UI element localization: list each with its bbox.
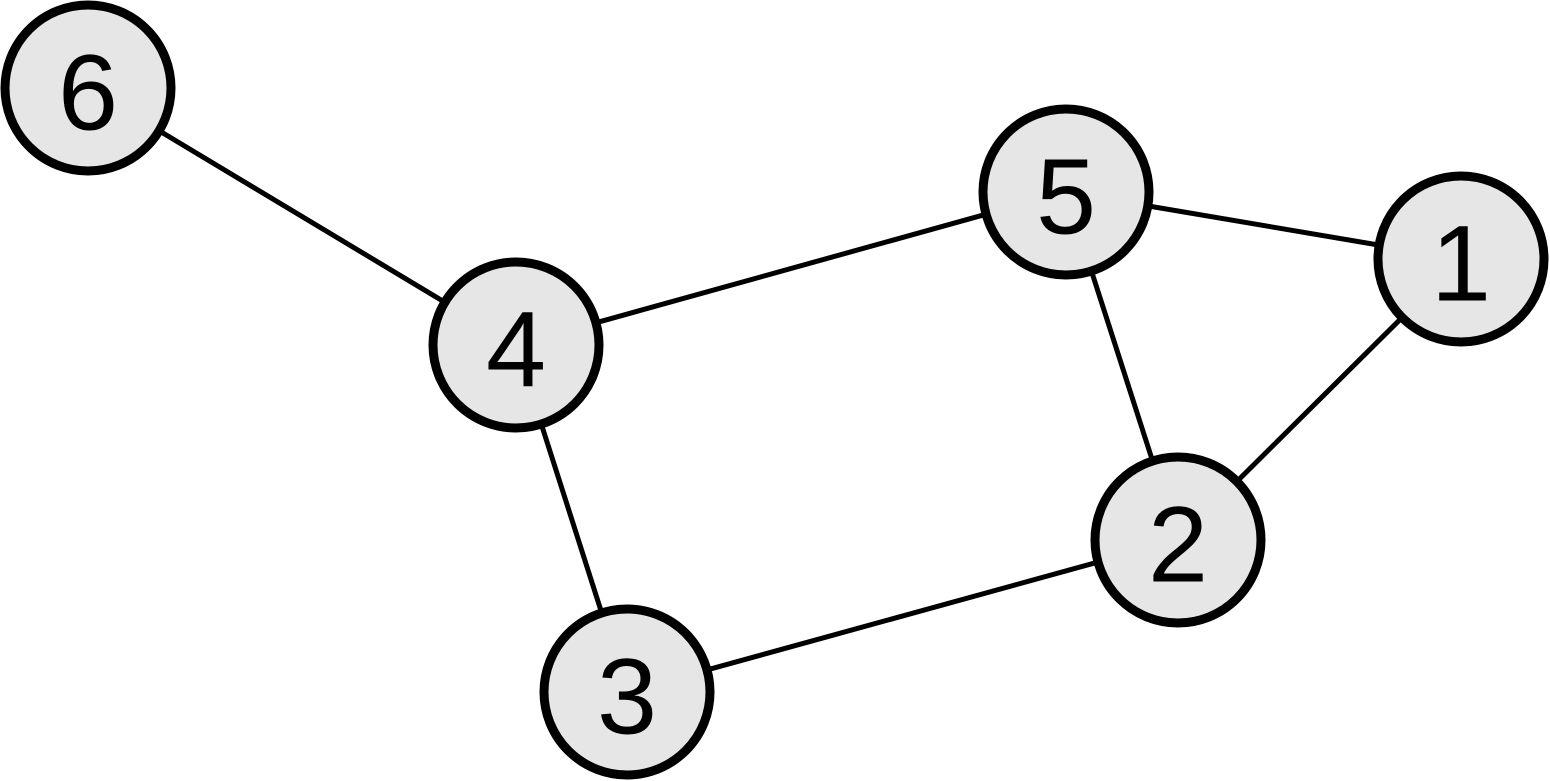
node-5: 5: [978, 104, 1154, 280]
node-label-6: 6: [58, 32, 118, 153]
node-circle-1: [1373, 171, 1549, 347]
node-circle-4: [428, 257, 604, 433]
node-circle-6: [0, 0, 176, 176]
node-1: 1: [1373, 171, 1549, 347]
node-label-1: 1: [1431, 203, 1491, 324]
node-3: 3: [539, 604, 715, 780]
node-label-2: 2: [1148, 484, 1208, 605]
node-label-3: 3: [597, 636, 657, 757]
edge-4-5: [515, 189, 1067, 348]
node-4: 4: [428, 257, 604, 433]
edge-3-2: [626, 537, 1179, 695]
edges: [86, 85, 1463, 695]
node-circle-3: [539, 604, 715, 780]
node-label-5: 5: [1036, 136, 1096, 257]
node-6: 6: [0, 0, 176, 176]
node-circle-5: [978, 104, 1154, 280]
node-label-4: 4: [486, 289, 546, 410]
node-2: 2: [1090, 452, 1266, 628]
node-circle-2: [1090, 452, 1266, 628]
